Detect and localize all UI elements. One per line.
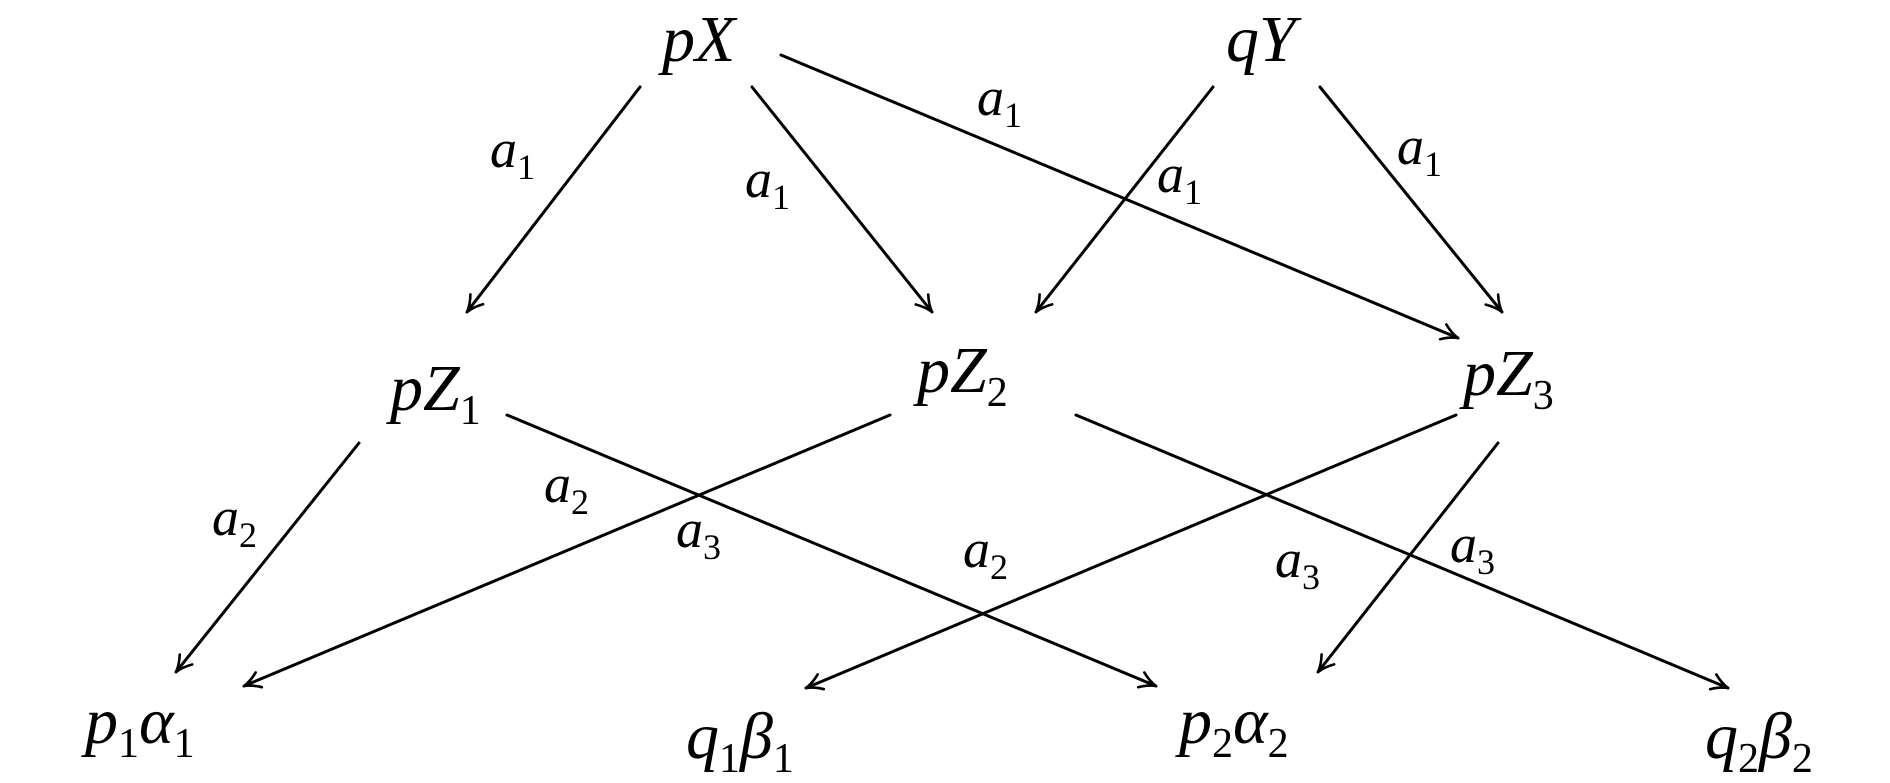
node-qy: qY — [1226, 3, 1302, 76]
edge-label-px-pz1: a1 — [490, 119, 535, 187]
edge-pz1-p2a2 — [505, 413, 1158, 689]
edges — [174, 53, 1730, 691]
edge-label-qy-pz3: a1 — [1397, 116, 1442, 184]
node-px: pX — [658, 3, 738, 76]
edge-qy-pz3 — [1318, 85, 1504, 314]
edge-pz2-q2b2 — [1074, 413, 1730, 691]
edge-label-pz1-p2a2: a3 — [676, 499, 721, 567]
edge-label-pz1-p1a1: a2 — [212, 487, 257, 555]
node-pz3: pZ3 — [1459, 337, 1554, 419]
node-p2-alpha2: p2α2 — [1175, 685, 1289, 767]
node-q2-beta2: q2β2 — [1705, 700, 1813, 782]
edge-label-qy-pz2: a1 — [1157, 144, 1202, 212]
edge-qy-pz2 — [1034, 85, 1215, 314]
edge-label-pz2-p1a1: a2 — [544, 454, 589, 522]
edge-labels: a1 a1 a1 a1 a1 a2 a3 a2 a3 a2 a3 — [212, 67, 1495, 597]
edge-label-px-pz2: a1 — [745, 149, 790, 217]
nodes: pX qY pZ1 pZ2 pZ3 p1α1 q1β1 p2α2 q2β2 — [81, 3, 1813, 782]
node-q1-beta1: q1β1 — [686, 700, 794, 782]
node-pz1: pZ1 — [386, 352, 481, 434]
edge-label-pz3-q1b1: a2 — [963, 519, 1008, 587]
edge-label-px-pz3: a1 — [977, 67, 1022, 135]
edge-pz1-p1a1 — [174, 441, 361, 674]
edge-pz2-p1a1 — [242, 413, 892, 689]
edge-pz3-q1b1 — [804, 413, 1458, 691]
node-p1-alpha1: p1α1 — [81, 685, 195, 767]
edge-px-pz3 — [779, 53, 1460, 341]
edge-label-pz3-p2a2: a3 — [1275, 529, 1320, 597]
edge-px-pz2 — [750, 85, 934, 314]
edge-px-pz1 — [465, 85, 642, 314]
node-pz2: pZ2 — [913, 334, 1008, 416]
edge-pz3-p2a2 — [1316, 441, 1500, 674]
edge-label-pz2-q2b2: a3 — [1450, 514, 1495, 582]
